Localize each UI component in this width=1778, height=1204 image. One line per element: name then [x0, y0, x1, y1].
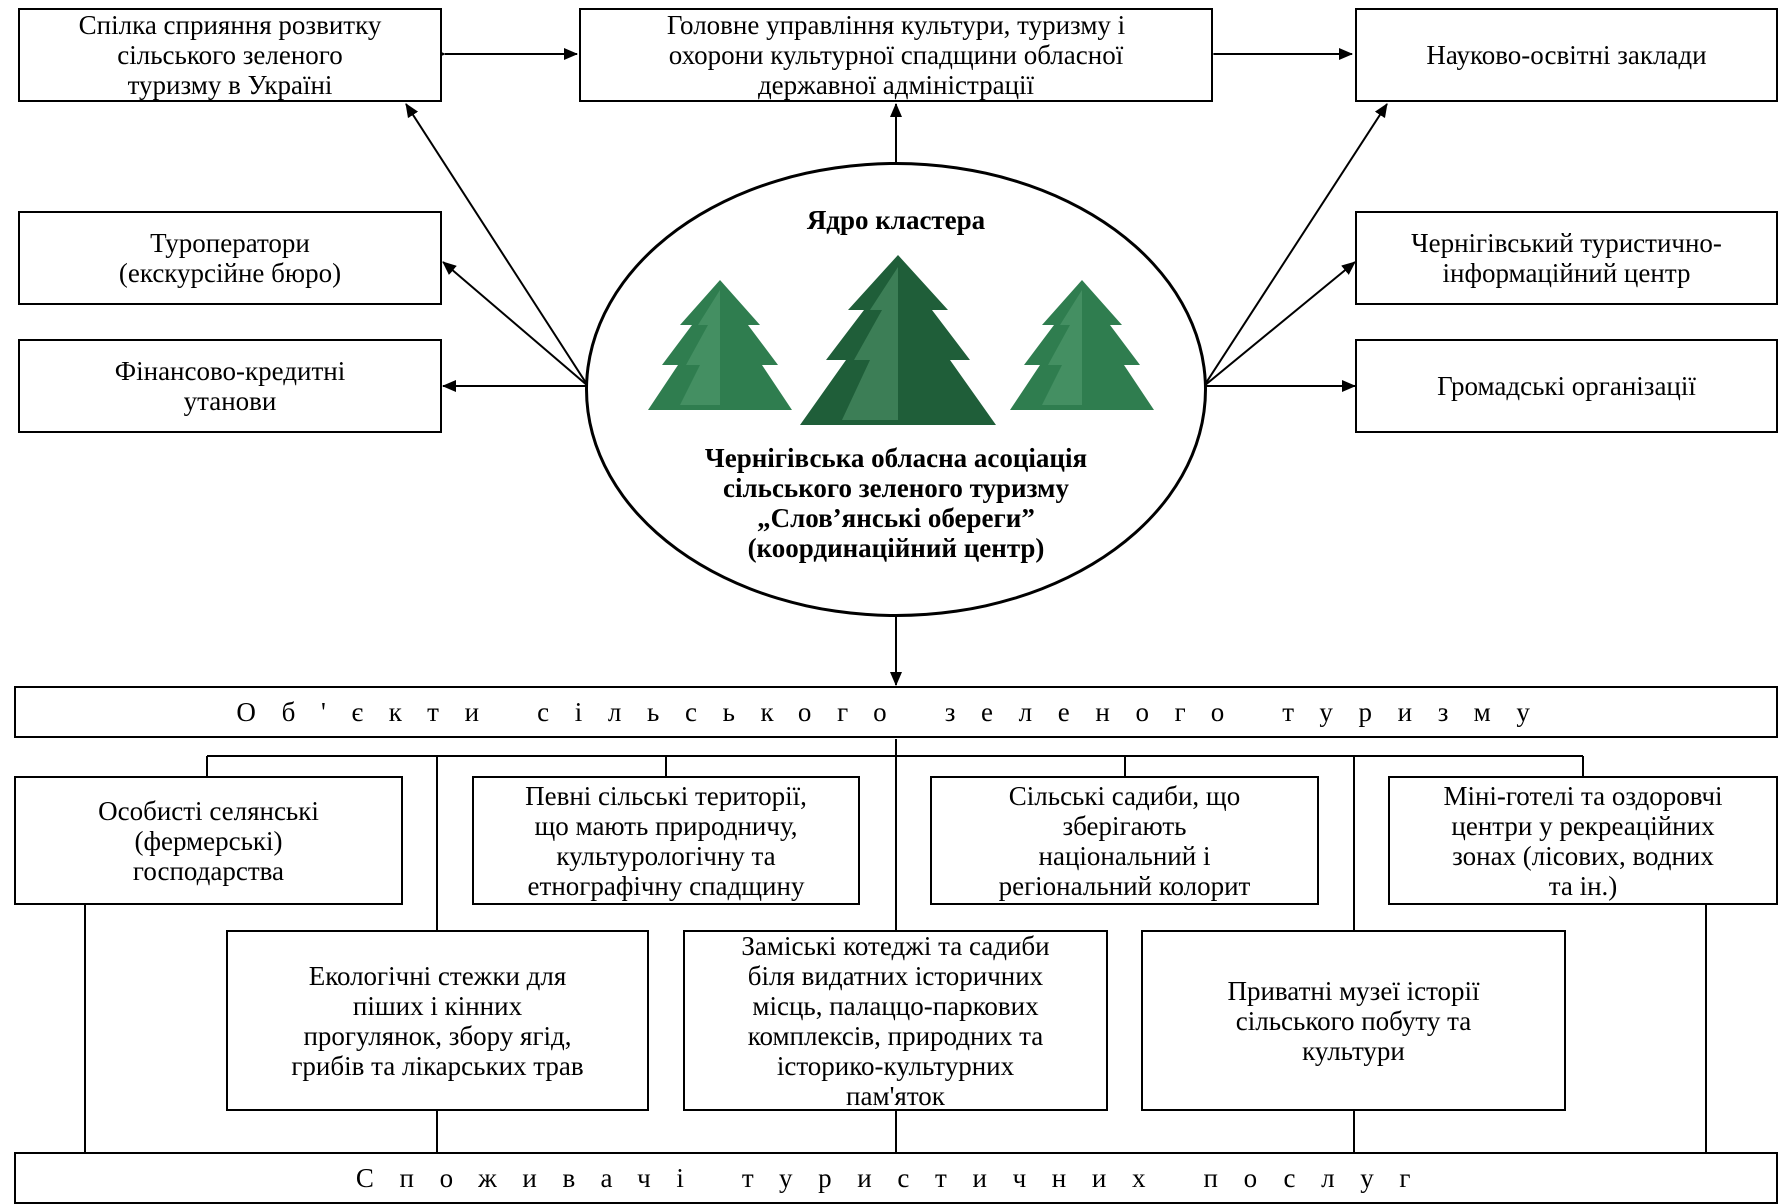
upravlinnia-box: Головне управління культури, туризму і о…	[579, 8, 1213, 102]
object-muzei-label: Приватні музеї історії сільського побуту…	[1227, 975, 1480, 1066]
naukovo-box: Науково-освітні заклади	[1355, 8, 1778, 102]
object-ekolohichni-label: Екологічні стежки для піших і кінних про…	[291, 960, 584, 1081]
arrow-core-info	[1203, 261, 1356, 387]
object-ekolohichni-box: Екологічні стежки для піших і кінних про…	[226, 930, 649, 1111]
hromadski-box: Громадські організації	[1355, 339, 1778, 433]
arrow-core-turoperatory	[442, 261, 589, 387]
object-pevni-box: Певні сільські території, що мають приро…	[472, 776, 860, 905]
turoperatory-box: Туроператори (екскурсійне бюро)	[18, 211, 442, 305]
object-osobysti-label: Особисті селянські (фермерські) господар…	[98, 795, 319, 886]
arrow-core-spilka	[405, 103, 589, 387]
turoperatory-label: Туроператори (екскурсійне бюро)	[118, 228, 342, 288]
object-mini-label: Міні-готелі та оздоровчі центри у рекреа…	[1443, 780, 1723, 901]
spilka-box: Спілка сприяння розвитку сільського зеле…	[18, 8, 442, 102]
object-zamiski-label: Заміські котеджі та садиби біля видатних…	[741, 930, 1050, 1111]
upravlinnia-label: Головне управління культури, туризму і о…	[666, 10, 1126, 100]
object-osobysti-box: Особисті селянські (фермерські) господар…	[14, 776, 403, 905]
finansovo-box: Фінансово-кредитні утанови	[18, 339, 442, 433]
fir-tree-icon	[1010, 280, 1154, 410]
object-sadyby-label: Сільські садиби, що зберігають національ…	[998, 780, 1251, 901]
object-mini-box: Міні-готелі та оздоровчі центри у рекреа…	[1388, 776, 1778, 905]
naukovo-label: Науково-освітні заклади	[1426, 40, 1707, 70]
core-center-label: Чернігівська обласна асоціація сільськог…	[704, 443, 1088, 563]
spilka-label: Спілка сприяння розвитку сільського зеле…	[78, 10, 382, 100]
objects-header-label: Об'єкти сільського зеленого туризму	[236, 696, 1556, 727]
consumers-label: Споживачі туристичних послуг	[355, 1162, 1437, 1193]
fir-tree-icon	[800, 255, 996, 425]
fir-tree-icon	[648, 280, 792, 410]
objects-header: Об'єкти сільського зеленого туризму	[14, 686, 1778, 738]
info-centr-box: Чернігівський туристично- інформаційний …	[1355, 211, 1778, 305]
object-sadyby-box: Сільські садиби, що зберігають національ…	[930, 776, 1319, 905]
info-centr-label: Чернігівський туристично- інформаційний …	[1411, 228, 1722, 288]
consumers-box: Споживачі туристичних послуг	[14, 1152, 1778, 1204]
core-title: Ядро кластера	[806, 205, 986, 235]
object-pevni-label: Певні сільські території, що мають приро…	[525, 780, 807, 901]
arrow-core-naukovo	[1203, 103, 1388, 387]
object-muzei-box: Приватні музеї історії сільського побуту…	[1141, 930, 1566, 1111]
fir-trees-illustration	[648, 255, 1154, 425]
hromadski-label: Громадські організації	[1437, 371, 1696, 401]
finansovo-label: Фінансово-кредитні утанови	[114, 356, 346, 416]
object-zamiski-box: Заміські котеджі та садиби біля видатних…	[683, 930, 1108, 1111]
